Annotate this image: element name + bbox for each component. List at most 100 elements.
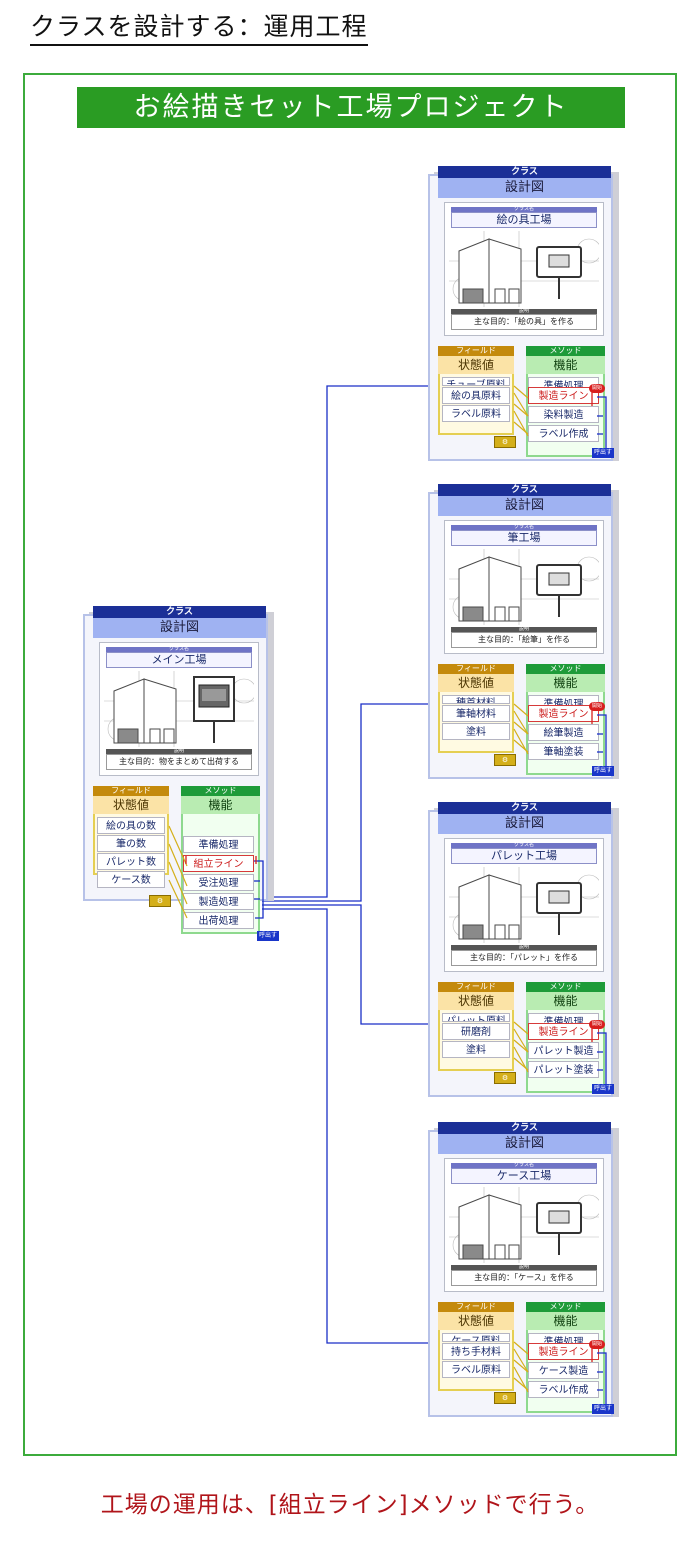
page-title: クラスを設計する：運用工程 [30,10,368,46]
method-item[interactable]: 受注処理 [183,874,254,891]
class-description: 主な目的：「ケース」を作る [451,1270,597,1286]
field-item: ラベル原料 [442,1361,510,1378]
class-header: クラス [438,166,611,178]
field-panel: フィールド 状態値 ケース原料 持ち手材料 ラベル原料 [438,1302,514,1391]
description-caption: 説明 [451,945,597,950]
blueprint: クラス名 ケース工場 説明 主な目的：「ケース」を作る [444,1158,604,1292]
diagram-frame [23,73,677,1456]
call-badge: 呼出す [592,448,614,458]
field-panel: フィールド 状態値 パレット原料 研磨剤 塗料 [438,982,514,1071]
design-header: 設計図 [438,814,611,834]
factory-building-icon [449,1187,599,1263]
field-item: 筆の数 [97,835,165,852]
field-subheader: 状態値 [93,796,169,814]
description-caption: 説明 [106,749,252,754]
class-description: 主な目的：「パレット」を作る [451,950,597,966]
gear-icon: ⚙ [494,1072,516,1084]
field-item: パレット原料 [442,1013,510,1022]
class-name: ケース工場 [451,1168,597,1184]
method-header: メソッド [526,1302,605,1312]
factory-class-3: クラス 設計図 クラス名 パレット工場 説 [428,802,619,1097]
class-name: 絵の具工場 [451,212,597,228]
method-item[interactable]: ケース製造 [528,1362,599,1379]
field-subheader: 状態値 [438,1312,514,1330]
call-badge: 呼出す [592,766,614,776]
field-item: 塗料 [442,1041,510,1058]
method-item-assembly-line[interactable]: 組立ライン [183,855,254,872]
gear-icon: ⚙ [494,1392,516,1404]
method-panel: メソッド 機能 準備処理 製造ライン ケース製造 ラベル作成 [526,1302,605,1413]
method-header: メソッド [526,346,605,356]
method-item[interactable]: 出荷処理 [183,912,254,929]
class-name-caption: クラス名 [451,207,597,212]
method-item[interactable]: 筆軸塗装 [528,743,599,760]
class-name: 筆工場 [451,530,597,546]
field-item: ケース原料 [442,1333,510,1342]
method-subheader: 機能 [181,796,260,814]
field-panel: フィールド 状態値 穂首材料 筆軸材料 塗料 [438,664,514,753]
field-panel: フィールド 状態値 チューブ原料 絵の具原料 ラベル原料 [438,346,514,435]
factory-class-4: クラス 設計図 クラス名 ケース工場 説明 [428,1122,619,1417]
blueprint: クラス名 パレット工場 説明 主な目的：「パレット」を作る [444,838,604,972]
field-item: チューブ原料 [442,377,510,386]
field-item: 研磨剤 [442,1023,510,1040]
method-item[interactable]: ラベル作成 [528,1381,599,1398]
call-badge: 呼出す [257,931,279,941]
field-item: パレット数 [97,853,165,870]
design-header: 設計図 [93,618,266,638]
method-panel: メソッド 機能 準備処理 製造ライン 染料製造 ラベル作成 [526,346,605,457]
method-item[interactable]: ラベル作成 [528,425,599,442]
field-item: 絵の具原料 [442,387,510,404]
class-name-caption: クラス名 [451,843,597,848]
field-item: 持ち手材料 [442,1343,510,1360]
class-name-caption: クラス名 [451,525,597,530]
method-item[interactable]: パレット製造 [528,1042,599,1059]
field-header: フィールド [438,346,514,356]
method-header: メソッド [526,982,605,992]
method-subheader: 機能 [526,674,605,692]
method-item[interactable]: 準備処理 [183,836,254,853]
field-item: ラベル原料 [442,405,510,422]
factory-building-icon [449,867,599,943]
method-panel: メソッド 機能 準備処理 組立ライン 受注処理 製造処理 出荷処理 [181,786,260,934]
field-subheader: 状態値 [438,356,514,374]
method-item[interactable]: 染料製造 [528,406,599,423]
method-item-production-line[interactable]: 製造ライン [528,705,599,722]
start-badge: 開始 [589,384,605,393]
factory-class-1: クラス 設計図 クラス名 絵の具工場 説明 [428,166,619,461]
method-header: メソッド [526,664,605,674]
factory-building-icon [104,671,254,747]
factory-building-icon [449,231,599,307]
class-name: パレット工場 [451,848,597,864]
method-item[interactable]: 絵筆製造 [528,724,599,741]
method-item[interactable]: 製造処理 [183,893,254,910]
blueprint: クラス名 メイン工場 説明 主な目的：物をまとめて出荷する [99,642,259,776]
description-caption: 説明 [451,309,597,314]
start-badge: 開始 [589,1340,605,1349]
call-badge: 呼出す [592,1084,614,1094]
method-subheader: 機能 [526,1312,605,1330]
description-caption: 説明 [451,1265,597,1270]
method-subheader: 機能 [526,992,605,1010]
class-header: クラス [438,484,611,496]
method-item[interactable]: パレット塗装 [528,1061,599,1078]
field-header: フィールド [93,786,169,796]
class-header: クラス [438,802,611,814]
start-badge: 開始 [589,702,605,711]
blueprint: クラス名 絵の具工場 説明 主な目的：「絵の具」を作る [444,202,604,336]
call-badge: 呼出す [592,1404,614,1414]
field-item: ケース数 [97,871,165,888]
field-subheader: 状態値 [438,992,514,1010]
gear-icon: ⚙ [494,436,516,448]
class-header: クラス [93,606,266,618]
footer-note: 工場の運用は、[組立ライン]メソッドで行う。 [100,1492,600,1518]
gear-icon: ⚙ [149,895,171,907]
factory-building-icon [449,549,599,625]
factory-class-2: クラス 設計図 クラス名 筆工場 説明 [428,484,619,779]
method-subheader: 機能 [526,356,605,374]
field-item: 塗料 [442,723,510,740]
method-header: メソッド [181,786,260,796]
class-name-caption: クラス名 [106,647,252,652]
field-item: 穂首材料 [442,695,510,704]
class-name-caption: クラス名 [451,1163,597,1168]
